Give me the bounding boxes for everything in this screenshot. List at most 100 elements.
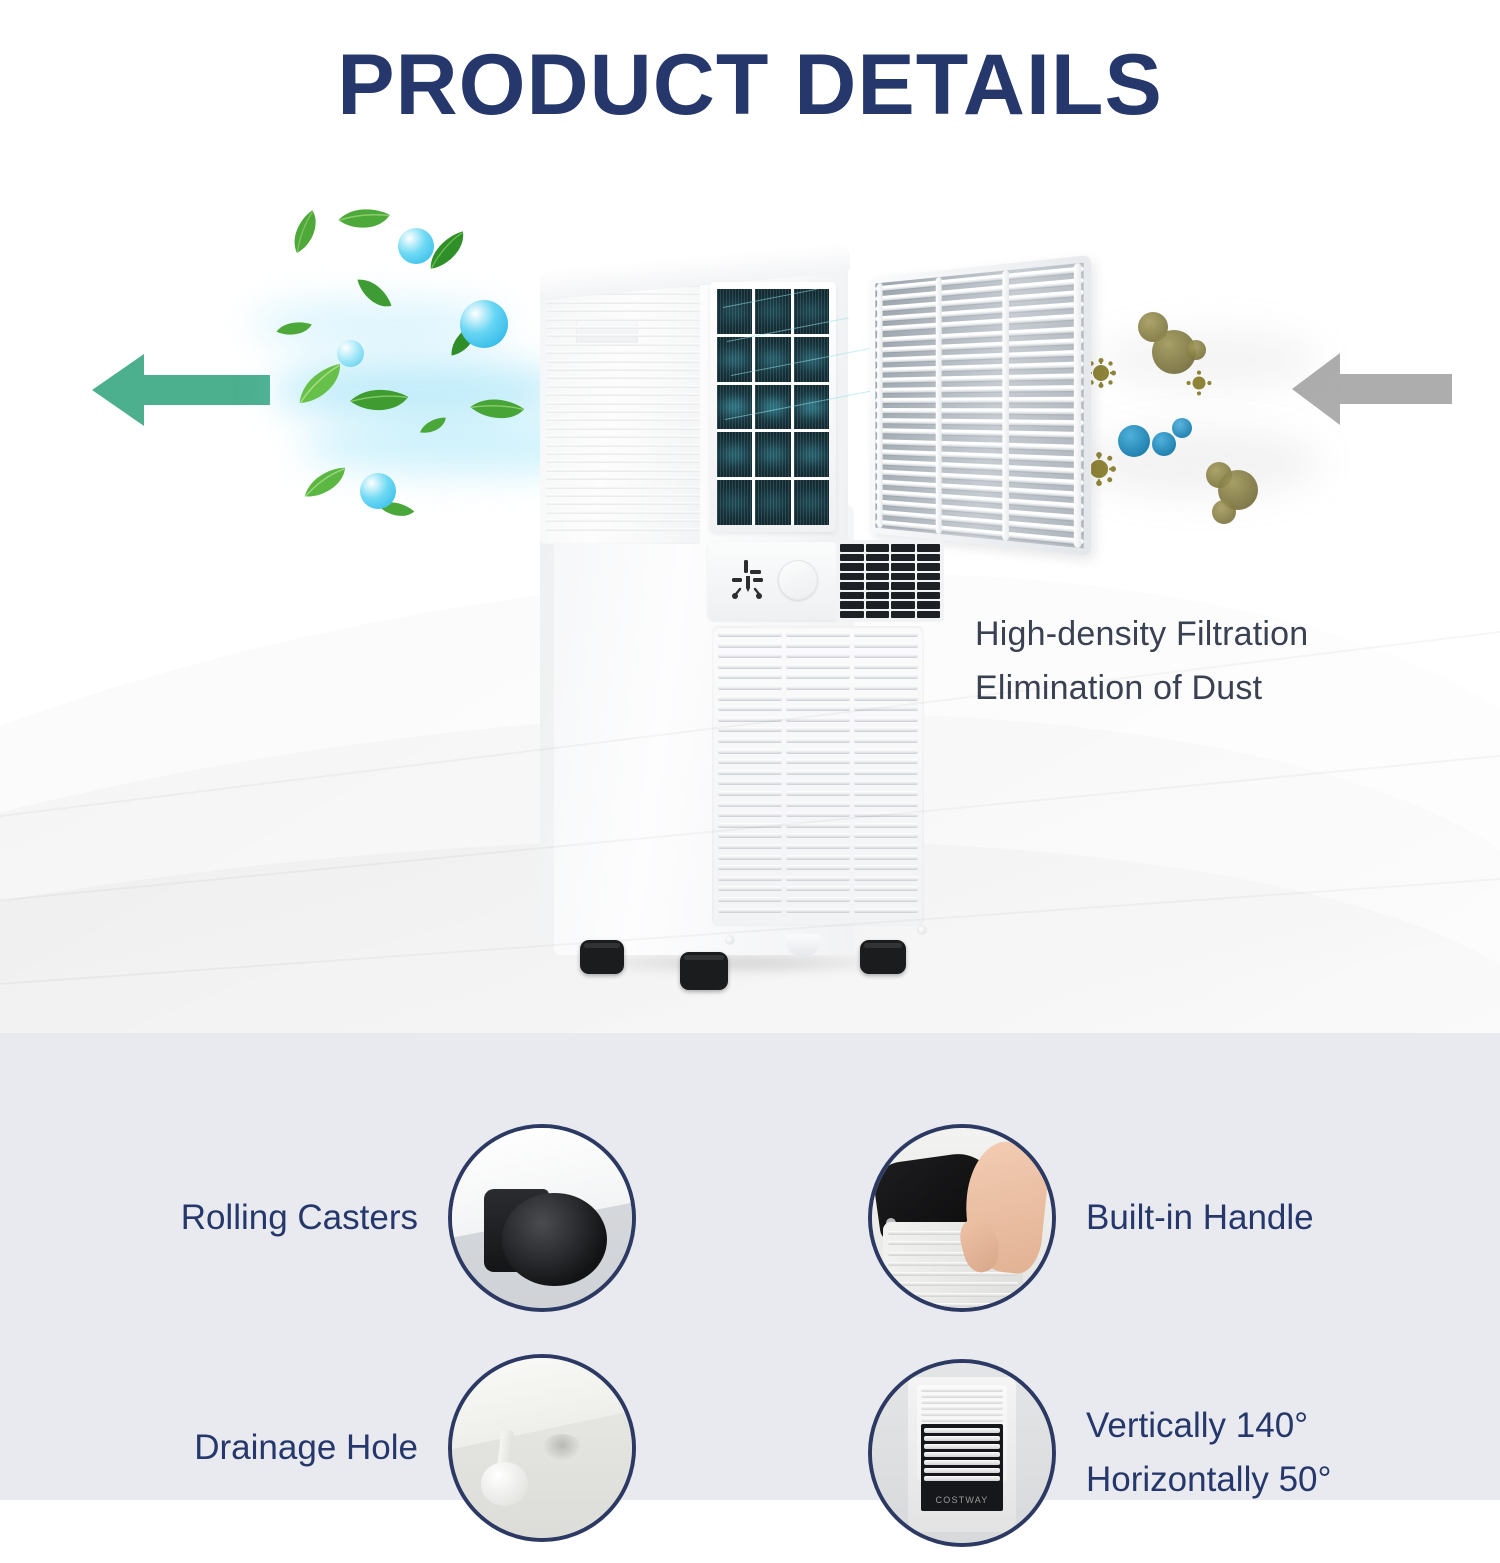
filter-cell [717, 432, 752, 477]
vent-slat [786, 759, 850, 764]
exhaust-cell [866, 611, 890, 619]
vent-slat [718, 812, 782, 817]
outlet-louver-slat [921, 1406, 1004, 1410]
exhaust-cell [840, 544, 864, 552]
exhaust-cell [917, 563, 941, 571]
exhaust-cell [891, 573, 915, 581]
exhaust-cell [840, 554, 864, 562]
louver-slat [546, 427, 706, 430]
door-vertical-rib [1074, 263, 1081, 548]
exhaust-cell [891, 563, 915, 571]
exhaust-cell [840, 563, 864, 571]
exhaust-cell [891, 544, 915, 552]
louver-slat [546, 460, 706, 463]
caster-wheel [860, 940, 906, 974]
outlet-blade [924, 1476, 1000, 1481]
louver-slat [546, 486, 706, 489]
vent-slat [786, 770, 850, 775]
vent-slat [786, 908, 850, 913]
door-vertical-rib [936, 277, 942, 534]
louver-slat [546, 351, 706, 354]
specs-section: Rolling Casters Bu [0, 1033, 1500, 1500]
vent-slat [786, 865, 850, 870]
filter-cell [717, 289, 752, 334]
vent-slat [854, 897, 918, 902]
vent-slat [786, 696, 850, 701]
vent-slat [718, 833, 782, 838]
outlet-blade [924, 1444, 1000, 1449]
vent-column [718, 632, 782, 920]
filter-cell [755, 289, 790, 334]
vent-slat [718, 632, 782, 637]
exhaust-cell [866, 582, 890, 590]
exhaust-cell [840, 611, 864, 619]
vent-slat [786, 749, 850, 754]
rear-control-panel [708, 542, 838, 620]
louver-slat [546, 326, 706, 329]
exhaust-cell [917, 592, 941, 600]
louver-slat [546, 376, 706, 379]
vent-slat [854, 664, 918, 669]
vent-slat [854, 886, 918, 891]
vent-slat [854, 780, 918, 785]
exhaust-cell [866, 592, 890, 600]
dust-particle [1186, 340, 1206, 360]
vent-slat [854, 643, 918, 648]
vent-slat [854, 632, 918, 637]
outlet-blade [924, 1452, 1000, 1457]
outlet-blade [924, 1436, 1000, 1441]
spec-item-built-in-handle: Built-in Handle [868, 1113, 1448, 1323]
spec-label-vertical-angle: Vertically 140° [1086, 1399, 1466, 1453]
outlet-blade [924, 1460, 1000, 1465]
germ-particle [1152, 432, 1176, 456]
vent-slat [718, 908, 782, 913]
vent-slat [786, 780, 850, 785]
vent-slat [786, 791, 850, 796]
lower-vent-grille [712, 626, 924, 926]
control-knob[interactable] [778, 560, 818, 600]
virus-particle [1186, 370, 1212, 401]
vent-slat [718, 897, 782, 902]
vent-slat [718, 770, 782, 775]
vent-slat [854, 770, 918, 775]
spec-image-drainage-hole [448, 1354, 636, 1542]
louver-slat [546, 393, 706, 396]
vent-slat [786, 886, 850, 891]
ac-upper-side-louvers [540, 274, 708, 544]
vent-slat [718, 886, 782, 891]
spec-image-air-outlet-louvers: COSTWAY [868, 1359, 1056, 1547]
vent-slat [718, 727, 782, 732]
filter-cell [794, 337, 829, 382]
drain-plug [786, 934, 820, 956]
louver-slat [546, 343, 706, 346]
exhaust-cell [866, 554, 890, 562]
filtration-feature-caption: High-density Filtration Elimination of D… [975, 608, 1445, 715]
spec-label-rolling-casters: Rolling Casters [88, 1191, 418, 1245]
exhaust-cell [917, 611, 941, 619]
vent-slat [854, 727, 918, 732]
vent-slat [786, 685, 850, 690]
vent-slat [718, 749, 782, 754]
caster-wheel [680, 952, 728, 990]
product-details-page: PRODUCT DETAILS [0, 0, 1500, 1500]
vent-slat [854, 855, 918, 860]
filter-compartment [710, 282, 836, 532]
filter-cell [755, 385, 790, 430]
vent-slat [786, 653, 850, 658]
louver-slat [546, 511, 706, 514]
portable-air-conditioner [540, 250, 960, 990]
louver-slat [546, 309, 706, 312]
louver-slat [546, 444, 706, 447]
spec-label-louver-angles: Vertically 140° Horizontally 50° [1086, 1399, 1466, 1508]
louver-slat [546, 469, 706, 472]
louver-slat [546, 368, 706, 371]
door-vertical-rib [1002, 270, 1009, 541]
vent-slat [786, 632, 850, 637]
exhaust-cell [917, 573, 941, 581]
exhaust-cell [917, 554, 941, 562]
exhaust-cell [866, 573, 890, 581]
exhaust-cell [891, 592, 915, 600]
louver-slat [546, 301, 706, 304]
vent-slat [718, 653, 782, 658]
filter-cell [755, 337, 790, 382]
